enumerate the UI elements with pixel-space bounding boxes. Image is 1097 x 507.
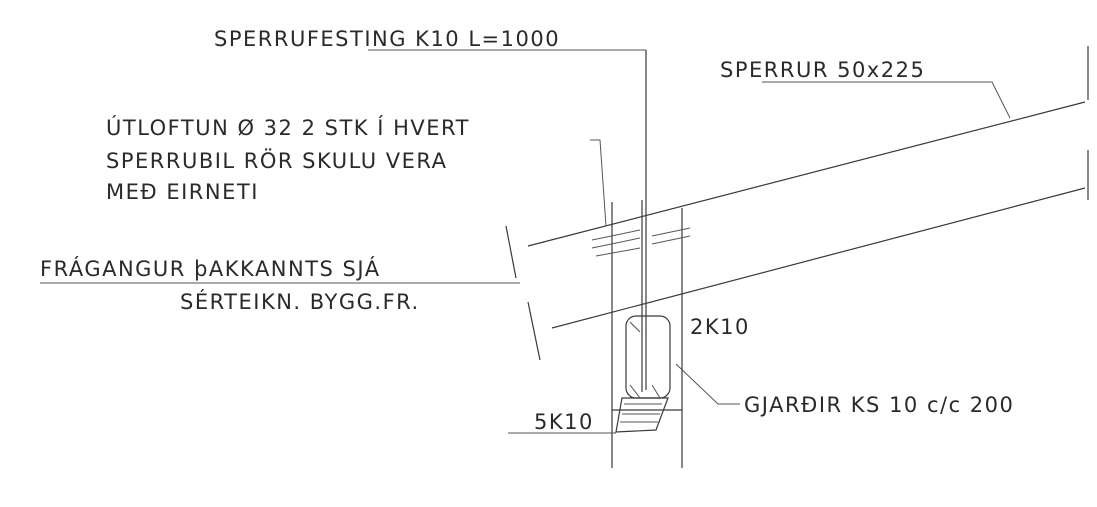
stirrup-hook	[629, 321, 641, 333]
label-gjardir: GJARÐIR KS 10 c/c 200	[744, 393, 1014, 417]
rafter-bottom-line	[551, 187, 1086, 329]
lower-rebar-hook-2	[651, 384, 661, 399]
label-fragangur-line-1: FRÁGANGUR þAKKANNTS SJÁ	[40, 256, 381, 281]
lower-rebar-bundle	[615, 397, 669, 433]
vent-pipe-line-5	[595, 247, 641, 257]
rafter-top-line	[527, 101, 1086, 247]
vent-pipe-line-4	[651, 235, 691, 245]
lower-rebar-hook-1	[629, 384, 641, 399]
ring-beam-stirrup	[625, 315, 671, 399]
vent-pipe-line-2	[591, 237, 641, 249]
leader-gjardir	[675, 363, 740, 405]
label-utloftun-line-1: ÚTLOFTUN Ø 32 2 STK Í HVERT	[106, 115, 470, 140]
fascia-cut-line-upper	[505, 225, 517, 279]
label-2k10: 2K10	[690, 315, 750, 339]
label-fragangur-line-2: SÉRTEIKN. BYGG.FR.	[180, 289, 420, 314]
vent-pipe-line-1	[591, 229, 641, 241]
label-sperrur: SPERRUR 50x225	[720, 58, 925, 82]
label-utloftun-line-2: SPERRUBIL RÖR SKULU VERA	[106, 148, 448, 173]
leader-sperrur	[762, 81, 1011, 119]
vent-pipe-line-3	[651, 227, 691, 237]
fascia-cut-line-lower	[527, 301, 541, 361]
label-utloftun-line-3: MEÐ EIRNETI	[106, 180, 259, 204]
label-5k10: 5K10	[534, 410, 594, 434]
label-sperrufesting: SPERRUFESTING K10 L=1000	[214, 27, 560, 51]
leader-utloftun	[590, 139, 607, 227]
